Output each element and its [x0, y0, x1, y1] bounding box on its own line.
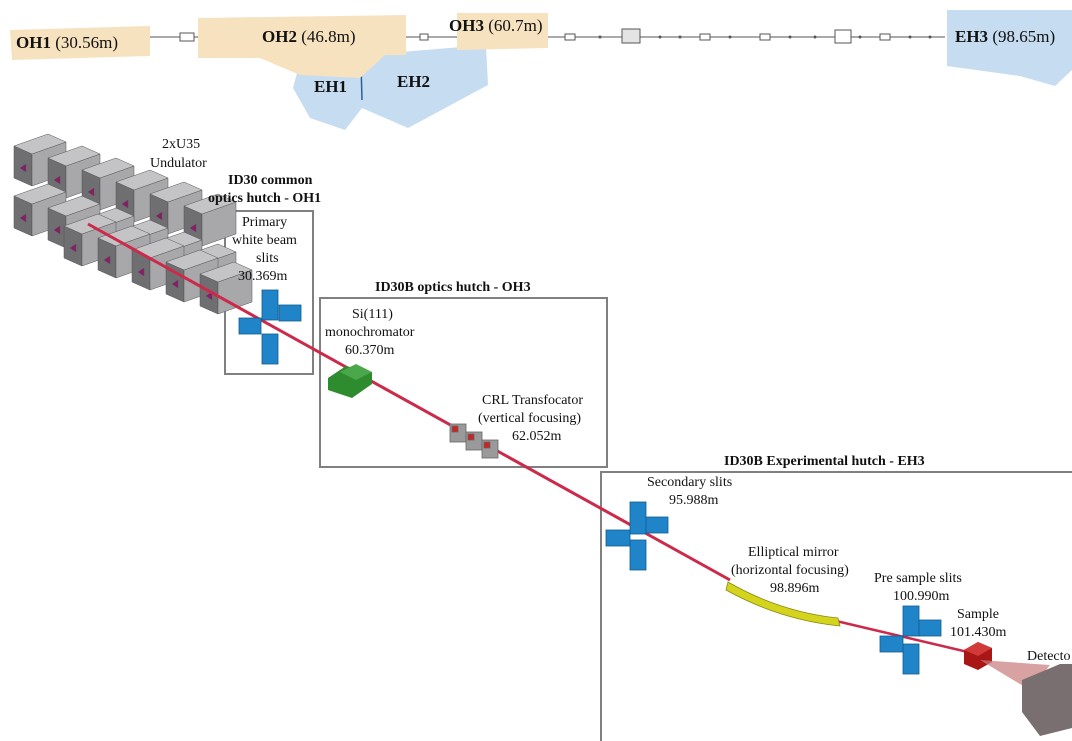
overview-devices [179, 28, 891, 44]
oh2-hutch-shape [198, 15, 406, 78]
mirror-label-1: Elliptical mirror [748, 545, 839, 560]
secondary-slits [605, 501, 669, 571]
transfocator-label-1: CRL Transfocator [482, 393, 583, 408]
monochromator [328, 364, 372, 398]
monochromator-label-2: monochromator [325, 325, 415, 340]
oh1-title-line2: optics hutch - OH1 [208, 191, 321, 206]
sample [964, 642, 992, 670]
primary-slits [238, 289, 302, 365]
pre-sample-slits [879, 605, 942, 675]
elliptical-mirror [725, 581, 841, 627]
oh3-title: ID30B optics hutch - OH3 [375, 280, 531, 295]
eh3-box [600, 471, 1072, 741]
undulator-array [13, 133, 253, 315]
transfocator-label-2: (vertical focusing) [478, 411, 581, 426]
eh3-hutch-shape [947, 10, 1072, 86]
detector-label: Detecto [1027, 649, 1071, 664]
crl-transfocator [449, 423, 499, 459]
oh3-box [319, 297, 608, 468]
primary-slits-label-1: Primary [242, 215, 287, 230]
sample-label: Sample [957, 607, 999, 622]
eh3-label: EH3 (98.65m) [955, 27, 1055, 46]
pre-sample-slits-distance: 100.990m [893, 589, 950, 604]
oh3-label: OH3 (60.7m) [449, 16, 543, 35]
detector [1022, 664, 1072, 736]
oh1-hutch-shape [10, 26, 150, 60]
monochromator-distance: 60.370m [345, 343, 395, 358]
primary-slits-label-3: slits [256, 251, 279, 266]
undulator-label-line2: Undulator [150, 156, 207, 171]
undulator-module [199, 261, 253, 315]
eh3-title: ID30B Experimental hutch - EH3 [724, 454, 925, 469]
undulator-label-line1: 2xU35 [162, 137, 200, 152]
pre-sample-slits-label: Pre sample slits [874, 571, 962, 586]
sample-distance: 101.430m [950, 625, 1007, 640]
transfocator-distance: 62.052m [512, 429, 562, 444]
eh2-hutch-shape [362, 45, 488, 128]
secondary-slits-label: Secondary slits [647, 475, 732, 490]
beam-main [87, 222, 731, 582]
primary-slits-distance: 30.369m [238, 269, 288, 284]
eh1-label: EH1 [314, 77, 347, 96]
mirror-label-2: (horizontal focusing) [731, 563, 849, 578]
primary-slits-label-2: white beam [232, 233, 297, 248]
overview-strip: OH1 (30.56m) EH1 EH2 OH2 (46.8m) OH3 (60… [10, 10, 1072, 130]
oh3-hutch-shape [457, 13, 548, 50]
oh1-title-line1: ID30 common [228, 173, 313, 188]
oh1-label: OH1 (30.56m) [16, 33, 118, 52]
oh2-label: OH2 (46.8m) [262, 27, 356, 46]
secondary-slits-distance: 95.988m [669, 493, 719, 508]
mirror-distance: 98.896m [770, 581, 820, 596]
eh2-label: EH2 [397, 72, 430, 91]
monochromator-label-1: Si(111) [352, 307, 393, 322]
